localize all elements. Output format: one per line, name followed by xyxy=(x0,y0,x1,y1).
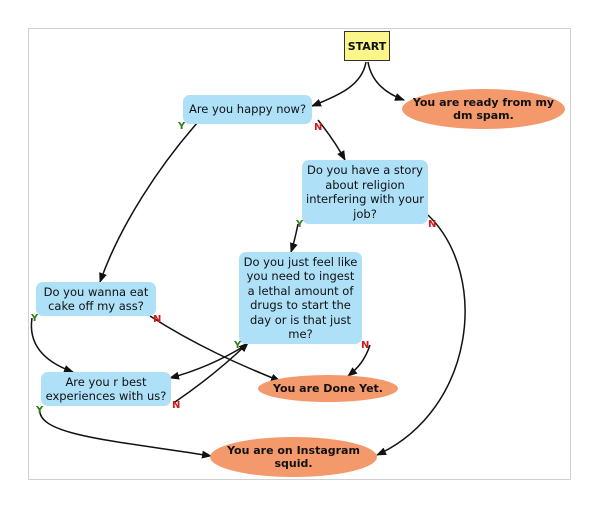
edge-drugs-to-done xyxy=(347,344,371,377)
story-no-label: N xyxy=(428,219,437,230)
edge-happy-to-cake xyxy=(99,121,199,283)
cake-question-node: Do you wanna eat cake off my ass? xyxy=(36,282,156,316)
edge-best-to-drugs xyxy=(174,342,249,403)
edge-start-to-ready xyxy=(367,61,405,101)
squid-terminal-node: You are on Instagram squid. xyxy=(210,437,377,477)
happy-yes-label: Y xyxy=(178,121,186,132)
diagram-frame xyxy=(28,28,571,480)
edge-best-to-squid xyxy=(39,407,212,459)
drugs-question-node: Do you just feel like you need to ingest… xyxy=(239,252,362,344)
story-yes-label: Y xyxy=(296,219,304,230)
best-yes-label: Y xyxy=(36,405,44,416)
edge-cake-to-best xyxy=(30,317,74,373)
happy-no-label: N xyxy=(314,122,323,133)
edge-cake-to-done xyxy=(149,315,281,382)
start-node: START xyxy=(344,31,390,61)
edge-start-to-happy xyxy=(311,61,367,107)
best-no-label: N xyxy=(172,400,181,411)
edge-story-to-squid xyxy=(376,214,466,456)
edge-happy-to-story xyxy=(317,119,346,161)
cake-no-label: N xyxy=(153,314,162,325)
drugs-yes-label: Y xyxy=(234,340,242,351)
best-question-node: Are you r best experiences with us? xyxy=(41,372,171,406)
edge-story-to-drugs xyxy=(290,223,299,253)
story-question-node: Do you have a story about religion inter… xyxy=(302,160,428,224)
ready-terminal-node: You are ready from my dm spam. xyxy=(402,89,565,129)
cake-yes-label: Y xyxy=(31,313,39,324)
drugs-no-label: N xyxy=(361,340,370,351)
happy-question-node: Are you happy now? xyxy=(183,95,312,124)
done-terminal-node: You are Done Yet. xyxy=(258,375,398,402)
